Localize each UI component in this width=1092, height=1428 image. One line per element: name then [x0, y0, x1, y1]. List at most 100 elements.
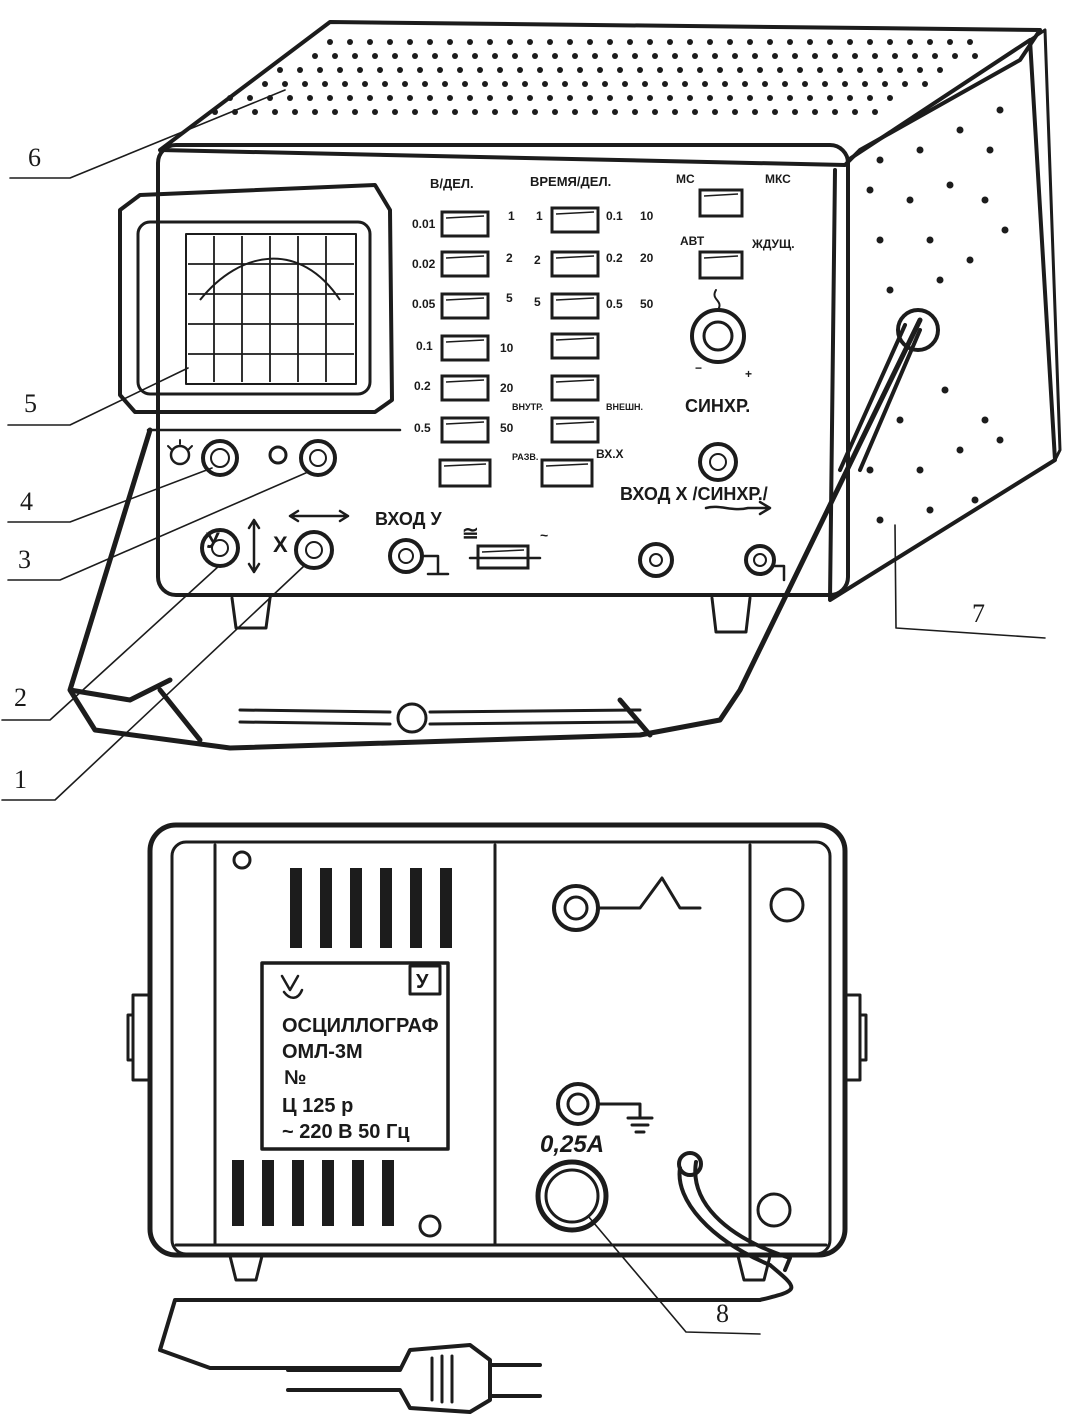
vent-hole — [732, 109, 738, 115]
vdiv-switch — [440, 416, 490, 444]
ground-terminal — [556, 1082, 654, 1134]
vent-hole — [627, 95, 633, 101]
vent-hole — [732, 53, 738, 59]
vent-hole — [602, 81, 608, 87]
vent-hole — [677, 67, 683, 73]
callout-8: 8 — [716, 1299, 729, 1328]
vent-hole — [387, 95, 393, 101]
mks-label: МКС — [765, 172, 791, 186]
vent-hole — [302, 81, 308, 87]
vent-hole — [852, 53, 858, 59]
vent-hole — [712, 53, 718, 59]
vent-hole — [862, 81, 868, 87]
vent-hole — [971, 496, 979, 504]
vent-hole — [402, 81, 408, 87]
sync-minus-label: − — [695, 361, 702, 375]
vent-hole — [487, 95, 493, 101]
vent-hole — [482, 81, 488, 87]
vent-hole — [577, 67, 583, 73]
time-switch — [550, 332, 600, 360]
arrow-right-icon — [704, 500, 772, 516]
vent-hole — [687, 39, 693, 45]
callout-7: 7 — [972, 599, 985, 628]
vent-hole — [407, 39, 413, 45]
input-x-sync-label: ВХОД Х /СИНХР./ — [620, 484, 768, 504]
time-far-value: 20 — [640, 251, 654, 265]
vent-hole — [387, 39, 393, 45]
vent-hole — [807, 95, 813, 101]
vent-hole — [612, 53, 618, 59]
vent-hole — [592, 53, 598, 59]
vent-hole — [847, 95, 853, 101]
vent-hole — [397, 67, 403, 73]
vent-hole — [972, 53, 978, 59]
vent-hole — [837, 67, 843, 73]
plate-price: Ц 125 р — [282, 1095, 353, 1117]
vent-hole — [587, 39, 593, 45]
vent-hole — [882, 81, 888, 87]
time-switch — [550, 292, 600, 320]
vent-hole — [812, 53, 818, 59]
vent-hole — [487, 39, 493, 45]
vent-hole — [432, 53, 438, 59]
vent-hole — [372, 53, 378, 59]
vent-hole — [667, 39, 673, 45]
vent-hole — [967, 39, 973, 45]
callout-5: 5 — [24, 389, 37, 418]
vent-hole — [687, 95, 693, 101]
vent-hole — [612, 109, 618, 115]
vdiv-value: 0.01 — [412, 217, 436, 231]
vent-hole — [347, 39, 353, 45]
vdiv-switch-edge — [445, 215, 485, 219]
vdiv-value: 0.1 — [416, 339, 433, 353]
ground-icon — [596, 1102, 654, 1134]
vent-hole — [812, 109, 818, 115]
ms-mks-switch — [698, 188, 744, 218]
vent-hole — [782, 81, 788, 87]
vent-hole — [827, 39, 833, 45]
vent-hole — [607, 39, 613, 45]
side-vent-holes — [866, 106, 1009, 524]
time-left-values: 1 2 5 — [534, 209, 543, 309]
vent-hole — [667, 95, 673, 101]
vent-hole — [926, 506, 934, 514]
plate-letter: У — [416, 971, 429, 993]
front-view: В/ДЕЛ. ВРЕМЯ/ДЕЛ. МС МКС АВТ ЖДУЩ. СИНХР… — [67, 20, 1062, 751]
vent-hole — [547, 95, 553, 101]
vent-hole — [772, 109, 778, 115]
vent-hole — [327, 39, 333, 45]
vent-hole — [507, 95, 513, 101]
vent-hole — [472, 53, 478, 59]
vent-hole — [307, 95, 313, 101]
vent-hole — [922, 81, 928, 87]
vent-hole — [627, 39, 633, 45]
vent-hole — [477, 67, 483, 73]
vnesh-label: ВНЕШН. — [606, 402, 643, 412]
vent-hole — [902, 81, 908, 87]
top-cover — [158, 20, 1042, 167]
vent-hole — [647, 39, 653, 45]
vent-hole — [622, 81, 628, 87]
vent-hole — [607, 95, 613, 101]
vent-slot — [380, 868, 392, 948]
vent-hole — [866, 466, 874, 474]
vxx-switch — [540, 458, 594, 488]
vent-hole — [322, 81, 328, 87]
vent-hole — [427, 95, 433, 101]
vent-hole — [532, 53, 538, 59]
vent-hole — [747, 95, 753, 101]
sun-icon — [167, 439, 193, 466]
screw-icon — [418, 1214, 442, 1238]
plate-model-name: ОМЛ-3М — [282, 1041, 363, 1063]
vent-hole — [227, 95, 233, 101]
vent-hole — [737, 67, 743, 73]
vent-hole — [582, 81, 588, 87]
vent-hole — [996, 106, 1004, 114]
vent-hole — [917, 67, 923, 73]
vent-hole — [552, 109, 558, 115]
razv-switch — [438, 458, 492, 488]
vent-hole — [512, 109, 518, 115]
vdiv-switch-edge — [445, 255, 485, 259]
